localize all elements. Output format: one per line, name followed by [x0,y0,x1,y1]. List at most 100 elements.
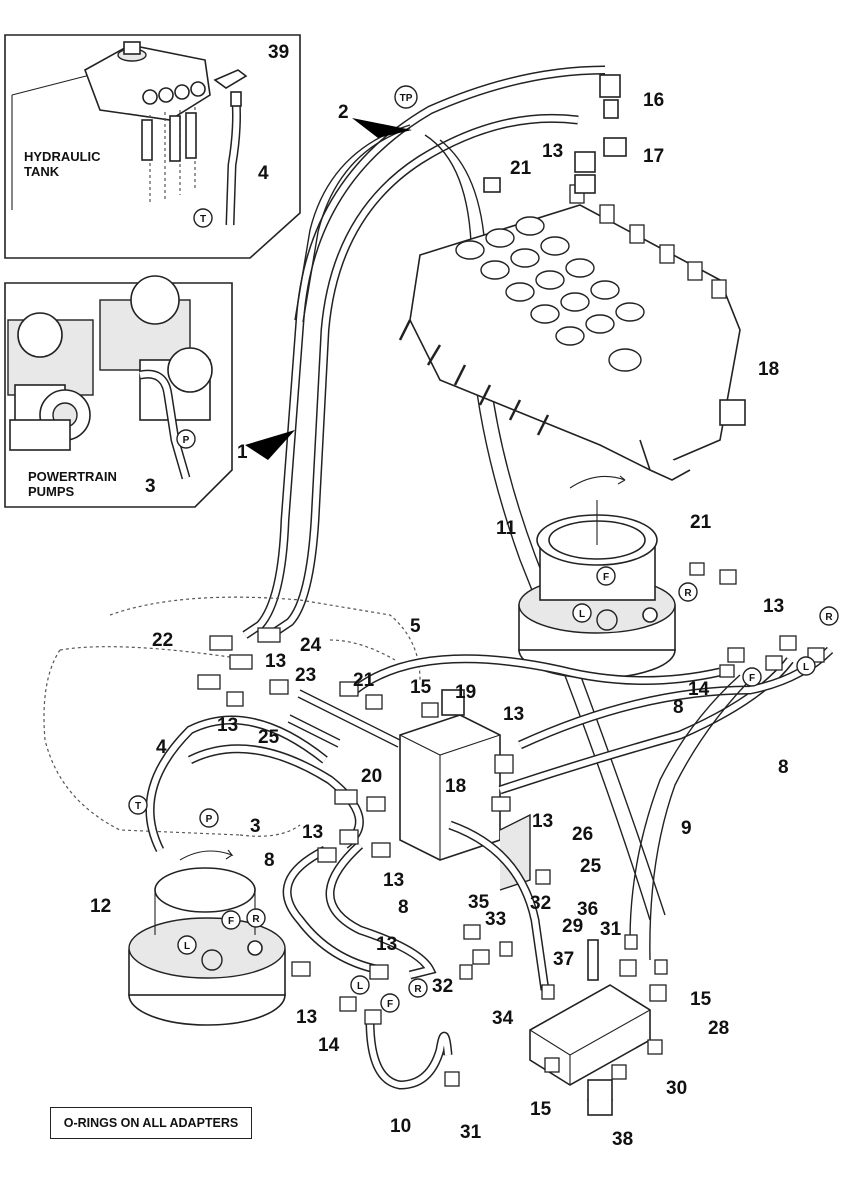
port-marker-l-bottom: L [350,975,370,995]
callout-14-bottom: 15 [530,1099,552,1120]
port-marker-f-upper: F [596,566,616,586]
callout-numbers: 39 4 3 1 2 16 17 13 21 18 11 21 13 14 5 … [90,42,789,1150]
callout-6-lower-right: 8 [398,897,409,918]
mid-hoses [145,646,834,1090]
fittings [197,562,825,1087]
callout-11: 11 [496,518,517,539]
callout-31-bottom: 31 [460,1122,482,1143]
callout-22-motor: 21 [690,512,712,533]
port-marker-p-pumps: P [176,429,196,449]
callout-13-top: 13 [542,141,563,162]
svg-text:F: F [387,999,393,1010]
port-marker-r-upper: R [678,582,698,602]
callout-5: 5 [410,616,421,637]
callout-13-left: 13 [265,651,286,672]
port-marker-l-lower: L [177,935,197,955]
callout-38: 38 [612,1129,633,1150]
svg-text:R: R [825,612,833,623]
port-marker-r-lower: R [246,908,266,928]
callout-18: 18 [758,359,779,380]
callout-14-right: 15 [690,989,712,1010]
hydraulic-tank-label-line-2: TANK [24,164,60,179]
callout-2: 2 [338,102,349,123]
svg-text:F: F [228,916,234,927]
callout-12: 12 [90,896,111,917]
callout-13-lower-hose: 13 [376,934,397,955]
callout-16: 16 [643,90,664,111]
callout-14-mid: 15 [410,677,432,698]
callout-13-lower-left: 13 [217,715,238,736]
callout-35: 35 [468,892,490,913]
leader-lines [110,56,786,1130]
callout-36: 36 [577,899,598,920]
callout-17: 17 [643,146,664,167]
callout-32-upper: 32 [530,893,551,914]
upper-motor [518,475,676,679]
powertrain-pumps-label-line-2: PUMPS [28,484,75,499]
callout-9: 29 [562,916,583,937]
svg-text:R: R [684,588,692,599]
callout-25: 24 [300,635,322,656]
port-marker-t-frame: T [128,795,148,815]
manifold-block-19 [399,689,531,891]
svg-text:L: L [579,609,585,620]
svg-text:TP: TP [400,93,413,104]
manifold-block-29 [529,939,651,1116]
callout-29: 28 [708,1018,729,1039]
control-valve-bank [398,184,746,481]
powertrain-pumps-label-line-1: POWERTRAIN [28,469,117,484]
callout-15-bottom: 14 [318,1035,340,1056]
port-marker-r-right: R [819,606,839,626]
o-rings-note: O-RINGS ON ALL ADAPTERS [50,1107,252,1139]
callout-28: 26 [572,824,593,845]
port-markers: TP T P T P F R L [128,85,839,1013]
callout-4-frame: 4 [156,737,167,758]
callout-27: 25 [580,856,602,877]
port-marker-tp: TP [394,85,418,109]
callout-6-lower: 8 [264,850,275,871]
port-marker-r-bottom: R [408,978,428,998]
callout-6-mid-right: 8 [673,697,684,718]
svg-text:P: P [206,814,213,825]
callout-4-tank: 4 [258,163,269,184]
svg-text:L: L [357,981,363,992]
svg-text:T: T [135,801,141,812]
callout-26: 25 [258,727,280,748]
callout-1: 1 [237,442,248,463]
callout-20: 19 [455,682,476,703]
svg-text:L: L [184,941,190,952]
svg-text:L: L [803,662,809,673]
hydraulic-tank-panel: HYDRAULIC TANK [4,34,301,259]
callout-8: 9 [681,818,692,839]
callout-3-frame: 3 [250,816,261,837]
hose-bundle-1 [242,65,666,921]
svg-text:F: F [603,572,609,583]
hydraulic-tank-label: HYDRAULIC TANK [24,149,104,179]
callout-19: 18 [445,776,466,797]
svg-text:P: P [183,435,190,446]
svg-text:T: T [200,214,206,225]
svg-text:F: F [749,673,755,684]
callout-13-block: 13 [503,704,524,725]
callout-13-block-right: 13 [532,811,553,832]
callout-22-top: 21 [510,158,532,179]
callout-24: 23 [295,665,316,686]
callout-15-right: 14 [688,679,710,700]
ghost-frame [43,596,421,837]
callout-39: 39 [268,42,289,63]
lower-motor [128,849,286,1026]
svg-text:R: R [252,914,260,925]
callout-13-right: 13 [763,596,784,617]
port-marker-f-right: F [742,667,762,687]
callout-21: 20 [361,766,382,787]
hydraulic-tank-label-line: HYDRAULIC [24,149,101,164]
port-marker-f-bottom: F [380,993,400,1013]
callout-13-frame: 13 [302,822,323,843]
callout-33: 33 [485,909,506,930]
port-marker-t-tank: T [193,208,213,228]
callout-30: 30 [666,1078,687,1099]
callout-22-mid: 21 [353,670,375,691]
